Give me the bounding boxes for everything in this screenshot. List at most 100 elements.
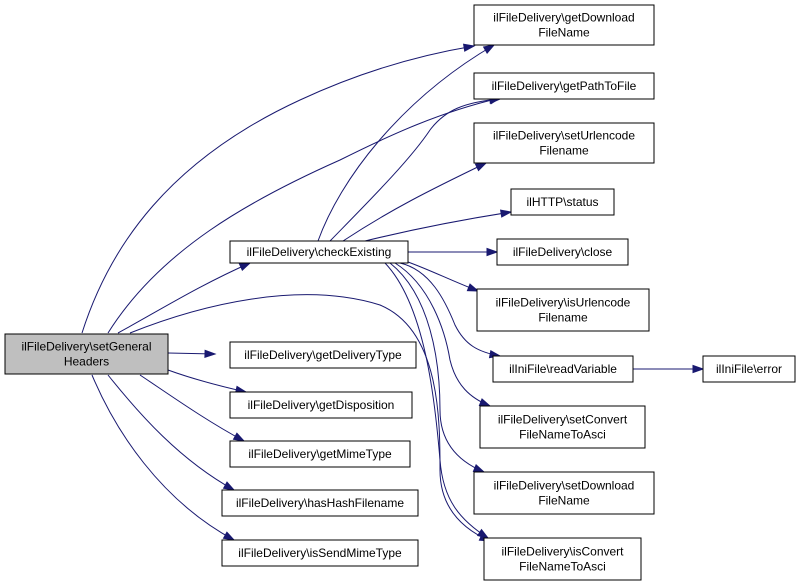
node-label: ilFileDelivery\checkExisting xyxy=(247,245,392,259)
node-getPathToFile[interactable]: ilFileDelivery\getPathToFile xyxy=(473,72,655,100)
node-box xyxy=(483,537,642,581)
node-box xyxy=(496,238,629,266)
arrow-head-icon xyxy=(486,247,499,257)
node-isSendMimeType[interactable]: ilFileDelivery\isSendMimeType xyxy=(221,539,419,567)
arrow-head-icon xyxy=(478,398,492,407)
edge-checkExisting-to-isUrlencodeFilename xyxy=(407,261,480,292)
node-label: ilFileDelivery\isConvert xyxy=(501,545,624,559)
arrow-head-icon xyxy=(476,528,490,539)
edge-line xyxy=(384,262,489,539)
node-label: Filename xyxy=(538,311,588,325)
edge-root-to-isSendMimeType xyxy=(91,374,236,541)
edge-line xyxy=(81,45,475,334)
arrow-head-icon xyxy=(466,283,480,292)
edge-line xyxy=(91,374,235,541)
node-label: FileNameToAsci xyxy=(519,428,606,442)
edge-root-to-getDownloadFileName xyxy=(81,43,476,334)
node-box xyxy=(473,72,655,100)
arrow-head-icon xyxy=(232,432,246,442)
node-checkExisting[interactable]: ilFileDelivery\checkExisting xyxy=(229,240,409,264)
node-label: ilFileDelivery\getMimeType xyxy=(248,447,392,461)
node-box xyxy=(229,341,417,369)
edge-root-to-getDeliveryType xyxy=(167,349,217,358)
node-getMimeType[interactable]: ilFileDelivery\getMimeType xyxy=(229,440,411,468)
arrow-head-icon xyxy=(474,162,488,172)
edge-line xyxy=(107,374,235,491)
node-getDeliveryType[interactable]: ilFileDelivery\getDeliveryType xyxy=(229,341,417,369)
node-box xyxy=(476,288,650,332)
arrow-head-icon xyxy=(692,364,705,374)
node-getDisposition[interactable]: ilFileDelivery\getDisposition xyxy=(229,391,413,419)
edge-line xyxy=(394,262,491,407)
edge-line xyxy=(389,262,485,473)
call-edges xyxy=(81,43,705,542)
arrow-head-icon xyxy=(204,349,217,358)
arrow-head-icon xyxy=(222,481,236,491)
node-label: FileName xyxy=(538,26,590,40)
arrow-head-icon xyxy=(499,209,513,218)
edge-line xyxy=(107,97,501,334)
node-box xyxy=(702,355,796,383)
node-label: ilFileDelivery\setUrlencode xyxy=(493,129,635,143)
node-iniError[interactable]: ilIniFile\error xyxy=(702,355,796,383)
edge-line xyxy=(139,374,245,442)
node-readVariable[interactable]: ilIniFile\readVariable xyxy=(492,355,634,383)
edge-line xyxy=(317,44,495,242)
arrow-head-icon xyxy=(472,464,486,473)
node-label: ilHTTP\status xyxy=(526,195,598,209)
edge-line xyxy=(129,294,491,542)
node-box xyxy=(473,471,655,515)
edge-line xyxy=(407,261,479,292)
node-label: Filename xyxy=(539,144,589,158)
node-box xyxy=(473,4,655,46)
node-label: ilFileDelivery\isSendMimeType xyxy=(238,546,402,560)
arrow-head-icon xyxy=(462,43,476,52)
node-box xyxy=(479,405,646,449)
node-httpStatus[interactable]: ilHTTP\status xyxy=(510,188,615,216)
arrow-head-icon xyxy=(222,531,236,541)
node-label: ilFileDelivery\setConvert xyxy=(498,413,628,427)
edge-line xyxy=(342,162,487,242)
arrow-head-icon xyxy=(482,44,496,54)
edge-line xyxy=(399,262,501,357)
arrow-head-icon xyxy=(238,262,252,272)
node-label: ilIniFile\error xyxy=(716,362,782,376)
node-box xyxy=(510,188,615,216)
node-label: ilFileDelivery\setDownload xyxy=(494,479,635,493)
node-box xyxy=(221,489,419,517)
edge-line xyxy=(167,369,247,393)
node-label: FileName xyxy=(538,494,590,508)
edge-checkExisting-to-getDownloadFileName xyxy=(317,44,496,242)
edge-checkExisting-to-httpStatus xyxy=(364,209,513,242)
node-hasHashFilename[interactable]: ilFileDelivery\hasHashFilename xyxy=(221,489,419,517)
node-label: ilIniFile\readVariable xyxy=(509,362,617,376)
node-box xyxy=(4,333,169,375)
edge-root-to-hasHashFilename xyxy=(107,374,236,491)
edge-root-to-checkExisting xyxy=(117,262,252,334)
node-label: ilFileDelivery\isUrlencode xyxy=(496,296,631,310)
node-label: ilFileDelivery\close xyxy=(513,245,613,259)
edge-root-to-getPathToFile xyxy=(107,96,502,334)
node-box xyxy=(229,391,413,419)
node-label: Headers xyxy=(64,355,109,369)
node-close[interactable]: ilFileDelivery\close xyxy=(496,238,629,266)
edge-checkExisting-to-close xyxy=(408,247,499,257)
node-label: ilFileDelivery\hasHashFilename xyxy=(236,496,404,510)
edge-line xyxy=(364,211,512,242)
edge-line xyxy=(117,262,251,334)
node-label: ilFileDelivery\getDownload xyxy=(493,11,634,25)
node-box xyxy=(229,440,411,468)
edge-checkExisting-to-setUrlencodeFilename xyxy=(342,162,488,242)
node-label: ilFileDelivery\getDisposition xyxy=(248,398,395,412)
node-label: FileNameToAsci xyxy=(519,560,606,574)
edge-checkExisting-to-isConvertFileNameToAsci xyxy=(384,262,490,539)
